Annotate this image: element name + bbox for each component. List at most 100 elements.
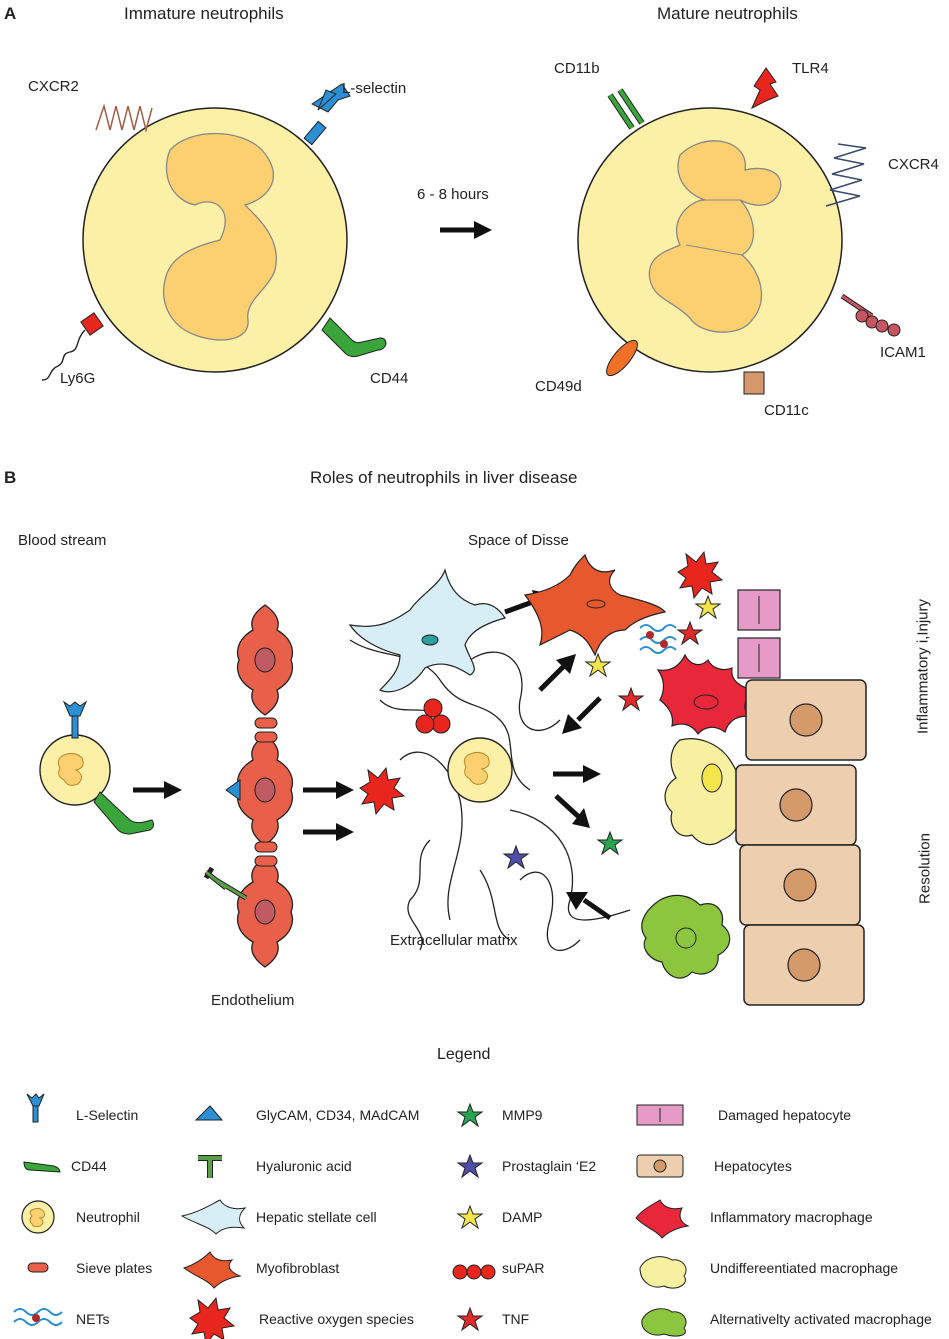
label-cd11c: CD11c: [764, 402, 809, 419]
time-label: 6 - 8 hours: [417, 186, 489, 203]
cd49d-receptor: [606, 339, 638, 377]
l-selectin-receptor: [303, 83, 351, 146]
legend-title: Legend: [437, 1046, 491, 1063]
cd11c-receptor: [743, 371, 765, 395]
label-cd49d: CD49d: [535, 378, 582, 395]
immature-neutrophil: [82, 107, 348, 373]
damp-star: [584, 652, 612, 678]
immature-title: Immature neutrophils: [124, 4, 284, 23]
immature-nucleus: [163, 132, 277, 341]
endothelium-label: Endothelium: [211, 992, 295, 1009]
legend-icon-neutrophil: [21, 1200, 55, 1234]
legend-icon-l-selectin: [26, 1093, 45, 1123]
legend-label: MMP9: [502, 1107, 543, 1123]
cxcr2-receptor: [95, 103, 153, 133]
legend-icon-undifferentiated-macrophage: [639, 1256, 687, 1289]
ros-burst: [359, 766, 406, 816]
legend-icon-cd44: [23, 1161, 61, 1173]
legend-label: NETs: [76, 1311, 110, 1327]
legend-label: L-Selectin: [76, 1107, 139, 1123]
icam1-receptor: [840, 293, 901, 337]
tnf-star: [617, 686, 645, 712]
legend-icons: [13, 1093, 690, 1339]
label-cxcr2: CXCR2: [28, 78, 79, 95]
legend-label: Prostaglain ‘E2: [502, 1158, 597, 1174]
resolution-label: Resolution: [916, 833, 934, 904]
undifferentiated-macrophage: [664, 738, 742, 846]
ros-burst: [677, 550, 724, 600]
myofibroblast: [523, 553, 667, 657]
central-neutrophil: [447, 737, 513, 803]
alternatively-activated-macrophage: [641, 894, 731, 979]
damaged-hepatocytes: [737, 589, 781, 679]
label-l-selectin: L-selectin: [342, 80, 407, 97]
mature-neutrophil: [577, 107, 843, 373]
legend-icon-supar: [452, 1264, 496, 1280]
legend-label: Neutrophil: [76, 1209, 140, 1225]
legend-icon-stellate: [180, 1199, 247, 1235]
label-icam1: ICAM1: [880, 344, 926, 361]
legend-label: Sieve plates: [76, 1260, 153, 1276]
label-cd11b: CD11b: [554, 60, 600, 77]
hepatic-stellate-cell: [348, 567, 506, 693]
tlr4-receptor: [750, 67, 779, 110]
legend-icon-pge2: [456, 1153, 484, 1179]
legend-icon-mmp9: [456, 1102, 484, 1128]
legend-label: Reactive oxygen species: [259, 1311, 414, 1327]
legend-icon-tnf: [456, 1306, 484, 1332]
supar: [415, 698, 451, 734]
legend-icon-myofibroblast: [182, 1251, 242, 1289]
legend-label: suPAR: [502, 1260, 545, 1276]
cd44-receptor: [321, 317, 387, 358]
mature-title: Mature neutrophils: [657, 4, 798, 23]
legend-label: Hepatocytes: [714, 1158, 792, 1174]
mature-nucleus: [648, 140, 782, 333]
label-cd44: CD44: [370, 370, 409, 387]
legend-icon-damp: [456, 1204, 484, 1230]
space-of-disse-label: Space of Disse: [468, 532, 569, 549]
legend-icon-hepatocyte: [636, 1154, 684, 1178]
legend-label: GlyCAM, CD34, MAdCAM: [256, 1107, 420, 1123]
ly6g-receptor: [41, 312, 104, 381]
label-ly6g: Ly6G: [60, 370, 96, 387]
glycam-marker: [225, 779, 241, 801]
mmp9-star: [596, 830, 624, 856]
legend-label: Inflammatory macrophage: [710, 1209, 873, 1225]
panel-a-letter: A: [4, 4, 17, 23]
sieve-plate: [254, 855, 278, 867]
legend-icon-hyaluronic-acid: [198, 1155, 222, 1178]
legend-label: Damaged hepatocyte: [718, 1107, 852, 1123]
cd11b-receptor: [607, 88, 645, 130]
legend-icon-sieve-plates: [27, 1262, 49, 1273]
legend-label: Hyaluronic acid: [256, 1158, 352, 1174]
legend-icon-alt-macrophage: [641, 1308, 687, 1337]
legend-icon-nets: [13, 1308, 63, 1326]
label-tlr4: TLR4: [792, 60, 829, 77]
sieve-plate: [254, 841, 278, 853]
legend-label: Alternativelty activated macrophage: [710, 1311, 932, 1327]
cxcr4-receptor: [825, 143, 867, 207]
legend-label: DAMP: [502, 1209, 543, 1225]
blood-stream-label: Blood stream: [18, 532, 107, 549]
legend-icon-inflammatory-macrophage: [635, 1199, 690, 1239]
panel-b-letter: B: [4, 468, 17, 487]
legend-label: Hepatic stellate cell: [256, 1209, 377, 1225]
legend-icon-ros: [189, 1296, 236, 1339]
pge2-star: [502, 844, 530, 870]
hepatocytes: [735, 679, 867, 1006]
legend-icon-glycam: [194, 1105, 224, 1121]
endothelium-column: [203, 604, 294, 968]
sieve-plate: [254, 717, 278, 729]
nets: [639, 624, 677, 654]
tnf-star: [676, 620, 704, 646]
damp-star: [694, 594, 722, 620]
legend-label: CD44: [71, 1158, 107, 1174]
blood-neutrophil: [39, 700, 155, 835]
label-cxcr4: CXCR4: [888, 156, 939, 173]
legend-label: TNF: [502, 1311, 530, 1327]
legend-label: Myofibroblast: [256, 1260, 340, 1276]
legend-icon-damaged-hepatocyte: [636, 1104, 684, 1126]
inflammatory-injury-label: Inflammatory i,Injury: [914, 598, 932, 735]
legend-label: Undiffereentiated macrophage: [710, 1260, 899, 1276]
